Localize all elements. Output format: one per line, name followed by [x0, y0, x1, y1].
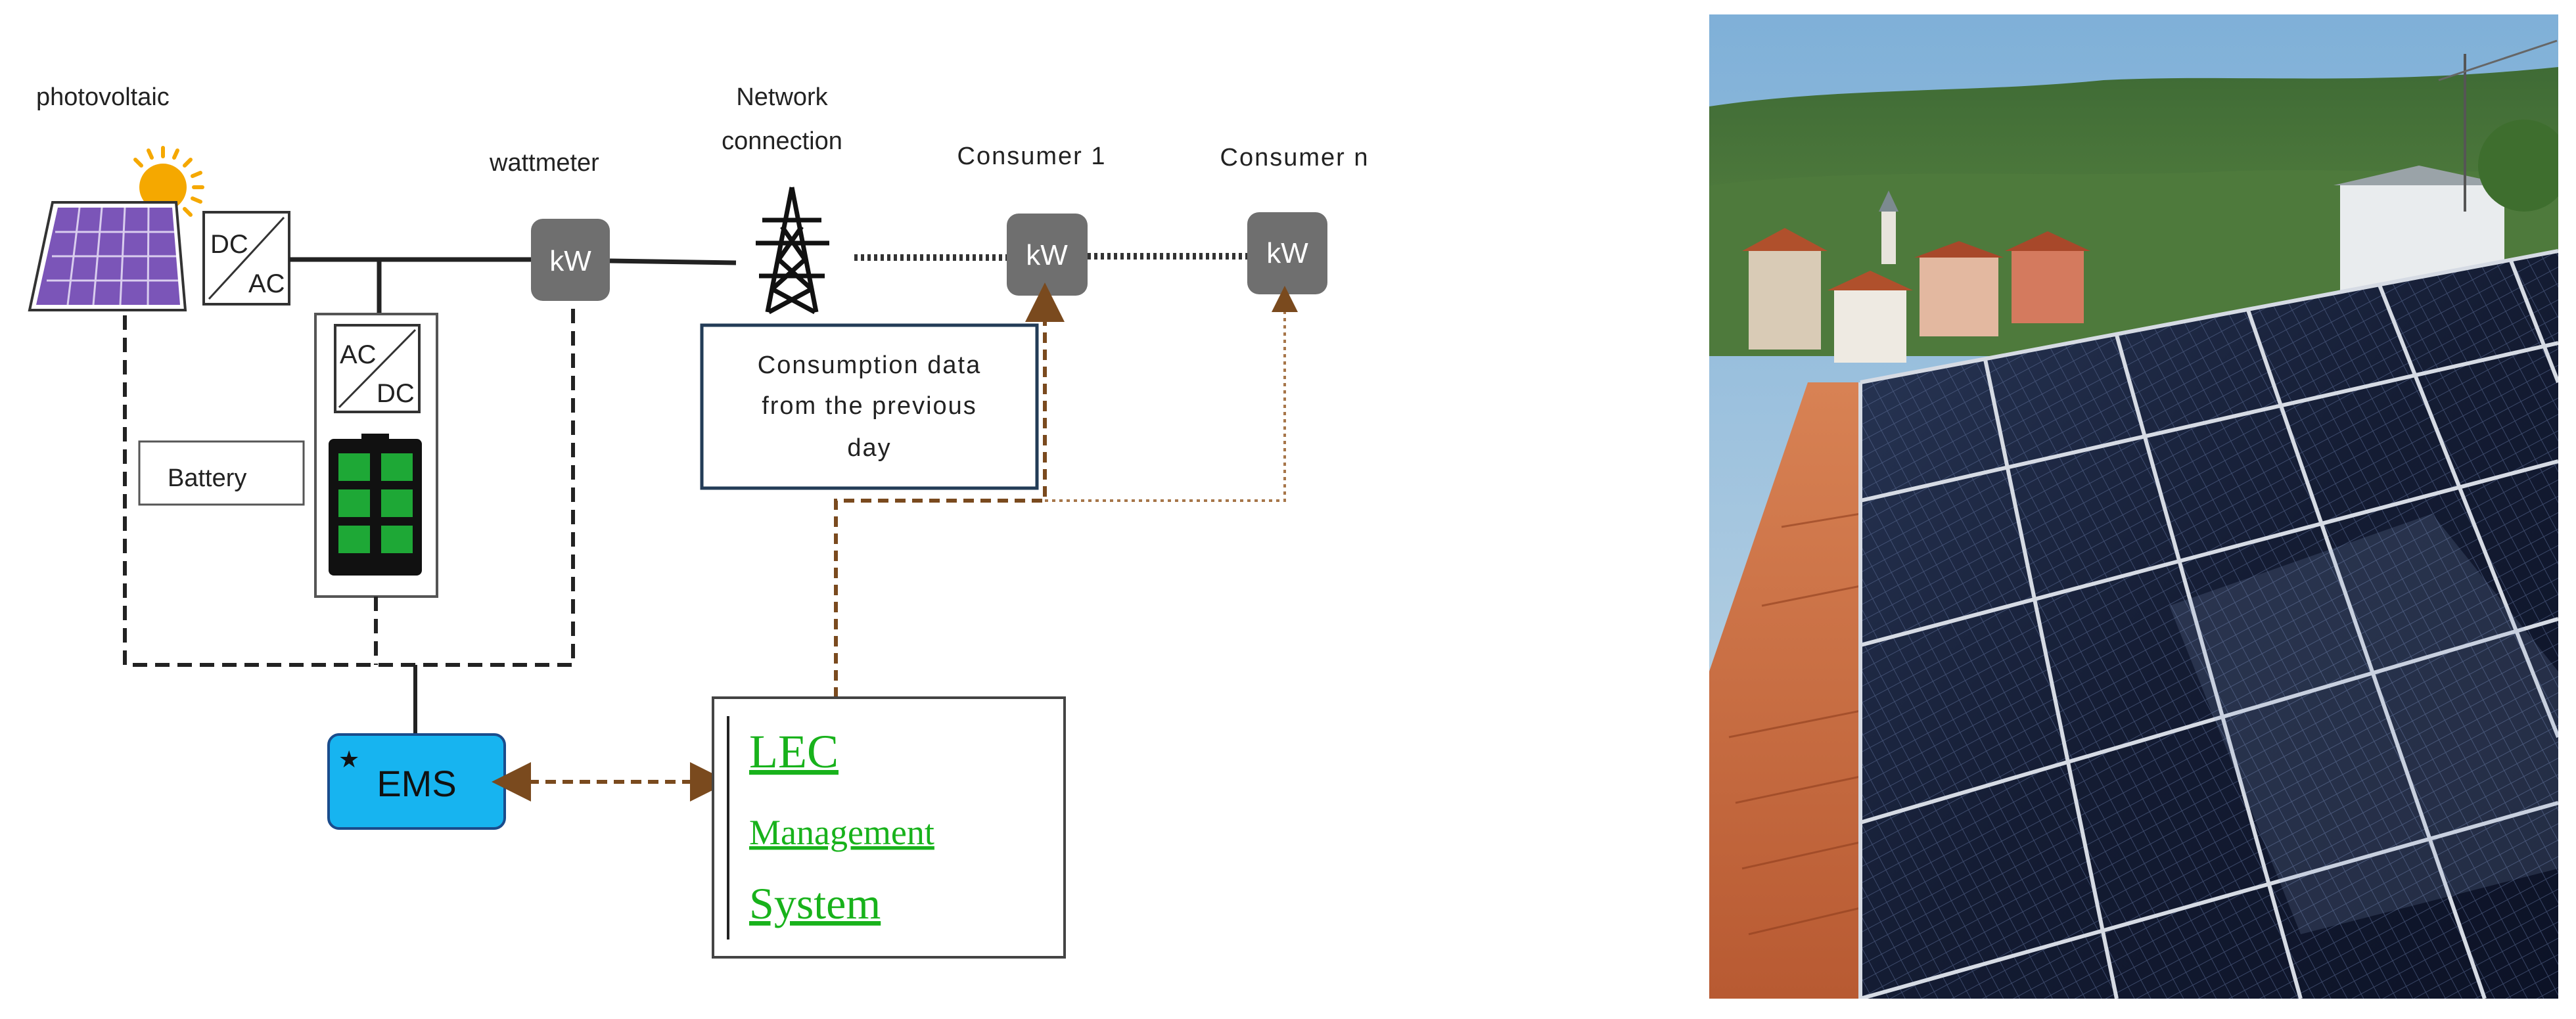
battery-unit: AC DC: [314, 313, 438, 598]
svg-text:kW: kW: [549, 245, 591, 277]
consumption-data-box: Consumption data from the previous day: [700, 323, 1039, 490]
lec-system-diagram: photovoltaic wattmeter Network connectio…: [28, 83, 1369, 959]
svg-text:kW: kW: [1266, 237, 1308, 269]
svg-text:Battery: Battery: [168, 464, 246, 492]
svg-text:DC: DC: [210, 230, 248, 259]
network-label-line1: Network: [736, 83, 828, 111]
svg-text:kW: kW: [1026, 239, 1068, 271]
svg-text:★: ★: [338, 746, 359, 773]
battery-icon: [329, 434, 422, 576]
photovoltaic-label: photovoltaic: [36, 83, 170, 111]
consumer1-label: Consumer 1: [957, 143, 1107, 170]
solar-panel-icon: [28, 201, 187, 311]
power-bus-line: [289, 257, 737, 315]
svg-text:EMS: EMS: [377, 763, 456, 804]
consumern-kw-meter: kW: [1247, 212, 1327, 294]
dc-ac-inverter-icon: DC AC: [202, 211, 290, 306]
battery-label-box: Battery: [138, 440, 305, 506]
consumern-label: Consumer n: [1220, 144, 1369, 171]
rooftop-solar-panels-photo: [1709, 14, 2558, 999]
ems-box: ★ EMS: [327, 733, 506, 830]
lec-line2: Management: [749, 813, 934, 852]
lec-line1: LEC: [749, 725, 839, 778]
svg-text:day: day: [847, 434, 891, 462]
svg-text:AC: AC: [248, 269, 285, 298]
lec-management-system-box: LEC Management System: [712, 696, 1066, 959]
lec-line3: System: [749, 878, 881, 928]
svg-text:Consumption data: Consumption data: [758, 351, 981, 379]
sun-icon: [133, 146, 204, 217]
wattmeter-kw-meter: kW: [531, 219, 610, 301]
svg-text:from the previous: from the previous: [762, 392, 977, 420]
grid-dotted-line: [854, 253, 1249, 261]
ems-dashed-lines: [123, 306, 575, 667]
communication-lines: [492, 283, 1298, 802]
wattmeter-label: wattmeter: [489, 149, 599, 177]
consumer1-kw-meter: kW: [1007, 214, 1088, 296]
transmission-tower-icon: [756, 187, 829, 315]
network-label-line2: connection: [722, 127, 842, 155]
svg-text:AC: AC: [340, 340, 377, 369]
svg-text:DC: DC: [377, 379, 415, 408]
